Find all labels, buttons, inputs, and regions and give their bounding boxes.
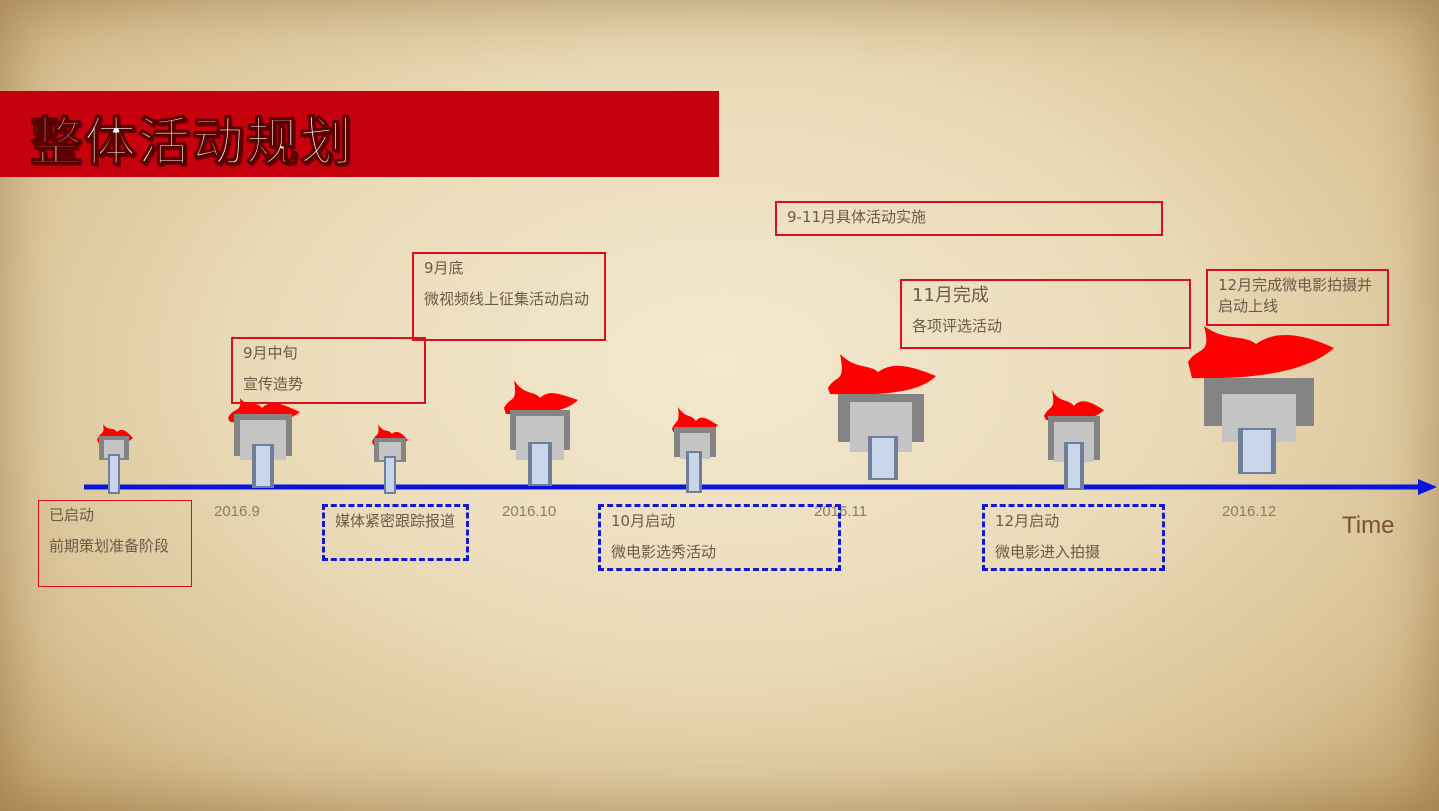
milestone-box-desc: 宣传造势 <box>243 375 304 393</box>
torch-icon <box>95 418 135 496</box>
milestone-box-desc: 媒体紧密跟踪报道 <box>335 512 456 530</box>
date-label-2016-9: 2016.9 <box>214 503 260 520</box>
torch-icon <box>1186 320 1336 476</box>
torch-icon <box>370 420 410 496</box>
milestone-box-october-start: 10月启动 微电影选秀活动 <box>598 504 841 571</box>
milestone-box-desc: 微电影进入拍摄 <box>995 543 1101 561</box>
milestone-box-desc: 9-11月具体活动实施 <box>787 208 927 226</box>
milestone-box-title: 已启动 <box>49 506 95 524</box>
milestone-box-media-tracking: 媒体紧密跟踪报道 <box>322 504 469 561</box>
date-label-2016-10: 2016.10 <box>502 503 557 520</box>
torch-icon <box>670 405 720 495</box>
torch-icon <box>502 378 580 488</box>
timeline-arrowhead <box>1418 479 1437 495</box>
milestone-box-desc: 各项评选活动 <box>912 317 1003 335</box>
milestone-box-december-start: 12月启动 微电影进入拍摄 <box>982 504 1165 571</box>
page-title: 整体活动规划 <box>29 112 355 174</box>
milestone-box-sep-nov-activities: 9-11月具体活动实施 <box>775 201 1163 236</box>
milestone-box-title: 9月底 <box>424 259 464 277</box>
torch-icon <box>826 350 938 482</box>
milestone-box-started: 已启动 前期策划准备阶段 <box>38 500 192 587</box>
milestone-box-desc: 前期策划准备阶段 <box>49 537 170 555</box>
title-banner <box>0 91 719 177</box>
date-label-2016-12: 2016.12 <box>1222 503 1277 520</box>
milestone-box-desc: 微电影选秀活动 <box>611 543 717 561</box>
milestone-box-title: 9月中旬 <box>243 344 298 362</box>
milestone-box-desc: 微视频线上征集活动启动 <box>424 290 590 308</box>
milestone-box-mid-september: 9月中旬 宣传造势 <box>231 337 426 404</box>
milestone-box-title: 11月完成 <box>912 285 989 306</box>
milestone-box-title: 10月启动 <box>611 512 676 530</box>
milestone-box-end-september: 9月底 微视频线上征集活动启动 <box>412 252 606 341</box>
torch-icon <box>1042 388 1106 492</box>
axis-label-time: Time <box>1342 512 1395 539</box>
torch-icon <box>226 388 304 490</box>
milestone-box-december-complete: 12月完成微电影拍摄并启动上线 <box>1206 269 1389 326</box>
milestone-box-november-complete: 11月完成 各项评选活动 <box>900 279 1191 349</box>
milestone-box-title: 12月启动 <box>995 512 1060 530</box>
milestone-box-desc: 12月完成微电影拍摄并启动上线 <box>1218 276 1373 315</box>
